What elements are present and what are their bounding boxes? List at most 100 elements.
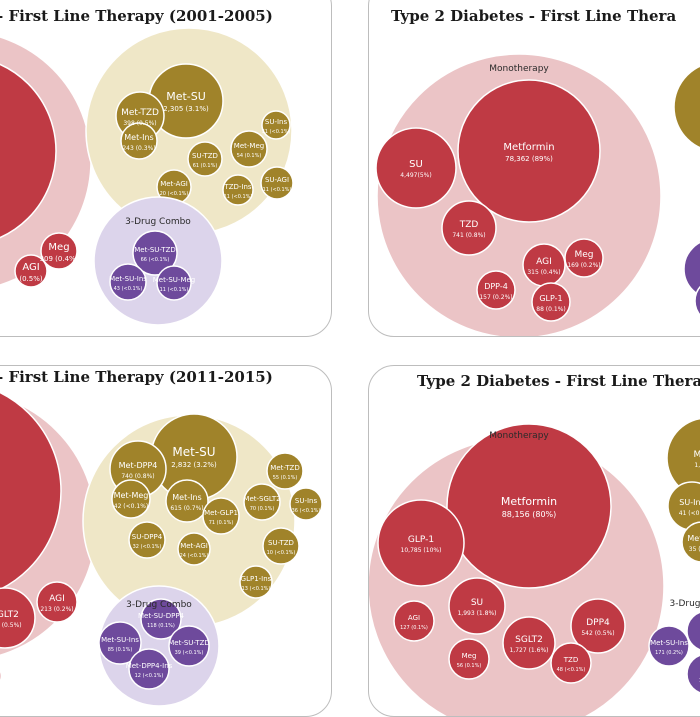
- bubble-label: Met-TZD: [270, 464, 299, 472]
- bubble-label: DPP-4: [484, 282, 508, 291]
- bubble-value: 43 (<0.1%): [114, 286, 143, 292]
- bubble-value: 41 (<0.1: [679, 510, 700, 517]
- bubble-agi: [14, 254, 48, 288]
- bubble-su-dpp4: [128, 521, 166, 559]
- bubble-value: 11 (<0.1%): [224, 194, 253, 200]
- bubble-label: Met-D: [693, 450, 700, 460]
- bubble-label: Met-Meg: [234, 142, 264, 150]
- bubble-value: 36 (<0.1%): [292, 508, 321, 514]
- group-label: Monotherapy: [489, 64, 549, 74]
- bubble-metformin: [457, 79, 601, 223]
- bubble-glp1-ins: [239, 565, 273, 599]
- bubble-met-su-meg: [156, 265, 192, 301]
- bubble-met-ins: [120, 122, 158, 160]
- bubble-label: Met-SU-DPP4: [138, 612, 185, 620]
- bubble-label: SU: [471, 598, 483, 608]
- bubble-unlabeled: [686, 611, 700, 651]
- bubble-label: SU-Ins: [679, 498, 700, 507]
- bubble-value: 2,305 (3.1%): [163, 105, 209, 113]
- bubble-meg: [564, 238, 604, 278]
- bubble-value: 315 (0.4%): [527, 269, 560, 276]
- bubble-label: Met-DPP4: [119, 461, 158, 470]
- bubble-met-su-ins: [98, 621, 142, 665]
- bubble-value: 78,362 (89%): [505, 155, 553, 163]
- bubble-label: SU-Ins: [295, 497, 318, 505]
- bubble-value: 1,147 (1: [694, 462, 700, 469]
- bubble-su: [375, 127, 457, 209]
- panel-title: - First Line Therapy (2011-2015): [0, 368, 273, 386]
- bubble-value: 31 (<0.1%): [262, 129, 291, 135]
- bubble-value: 157 (0.2%): [479, 294, 512, 301]
- bubble-value: 55 (0.1%): [273, 475, 298, 481]
- bubble-value: 741 (0.8%): [452, 232, 485, 239]
- bubble-glp-1: [531, 282, 571, 322]
- bubble-met-ag: [681, 521, 700, 563]
- bubble-tzd: [441, 200, 497, 256]
- bubble-label: Meg: [574, 250, 593, 260]
- bubble-met-: [683, 241, 700, 297]
- bubble-label: Met-AGI: [160, 180, 188, 188]
- bubble-met-ins: [165, 479, 209, 523]
- bubble-sglt2: [0, 587, 36, 649]
- bubble-su: [448, 577, 506, 635]
- bubble-value: 13 (<0.1%): [242, 586, 271, 592]
- bubble-agi: [393, 600, 435, 642]
- bubble-value: 61 (0.1%): [193, 163, 218, 169]
- bubble-label: SU-TZD: [268, 539, 294, 547]
- bubble-met-t: [673, 65, 700, 149]
- bubble-su-ins: [261, 110, 291, 140]
- bubble-label: DPP4: [586, 618, 610, 628]
- bubble-value: 32 (<0.1%): [133, 544, 162, 550]
- bubble-met-su-tzd: [168, 625, 210, 667]
- bubble-value: 20 (<0.1%): [160, 191, 189, 197]
- bubble-label: AGI: [408, 614, 420, 622]
- bubble-value: 70 (0.1%): [250, 506, 275, 512]
- bubble-label: Met-Ins: [172, 493, 201, 502]
- bubble-value: 24 (<0.1%): [180, 553, 209, 559]
- bubble-label: Met-Meg: [114, 491, 149, 500]
- bubble-label: Met-SU: [172, 445, 215, 459]
- bubble-value: 85 (0.1%): [108, 647, 133, 653]
- bubble-label: SU-AGI: [265, 176, 289, 184]
- bubble-label: AGI: [22, 262, 39, 273]
- bubble-value: 4,497(5%): [400, 172, 431, 179]
- bubble-value: (0.5%): [19, 275, 43, 283]
- bubble-label: Met-AG: [687, 534, 700, 543]
- panel-title: - First Line Therapy (2001-2005): [0, 7, 273, 25]
- bubble-label: Met-DPP4-Ins: [126, 662, 173, 670]
- bubble-label: GLP1-Ins: [241, 575, 272, 583]
- bubble-glp-1: [377, 499, 465, 587]
- bubble-met-su-ins: [109, 263, 147, 301]
- bubble-value: 12 (<0.1%): [135, 673, 164, 679]
- bubble-value: 35 (<0.1: [689, 546, 700, 553]
- bubble-value: 740 (0.8%): [121, 473, 154, 480]
- bubble-unlabeled: [0, 666, 2, 686]
- bubble-value: 615 (0.7%): [170, 505, 203, 512]
- bubble-label: GLP-1: [539, 294, 562, 303]
- bubble-tzd: [550, 642, 592, 684]
- panel-title: Type 2 Diabetes - First Line Thera: [391, 7, 677, 25]
- bubble-value: 56 (0.1%): [457, 663, 482, 669]
- bubble-label: SU-Ins: [265, 118, 288, 126]
- group-label: 3-Drug Combo: [126, 600, 192, 610]
- panel-2016-2020: Type 2 Diabetes - First Line Thera Monot…: [368, 365, 700, 717]
- bubble-label: Met-SU-Meg: [153, 276, 196, 284]
- bubble-formin: [0, 391, 62, 591]
- bubble-value: 11 (<0.1%): [263, 187, 292, 193]
- bubble-label: AGI: [536, 257, 552, 267]
- bubble-value: 48 (<0.1%): [557, 667, 586, 673]
- bubble-su-agi: [260, 166, 294, 200]
- bubble-value: 66 (<0.1%): [141, 257, 170, 263]
- bubble-value: 54 (0.1%): [237, 153, 262, 159]
- bubble-label: Met-SGLT2: [243, 495, 280, 503]
- bubble-met-tzd: [266, 452, 304, 490]
- bubble-value: 88 (0.1%): [536, 306, 565, 313]
- bubble-value: 88,156 (80%): [502, 510, 557, 519]
- bubble-value: 127 (0.1%): [400, 625, 428, 631]
- bubble-label: AGI: [49, 594, 65, 604]
- bubble-tzd-ins: [222, 174, 254, 206]
- bubble-label: Metformin: [503, 142, 554, 153]
